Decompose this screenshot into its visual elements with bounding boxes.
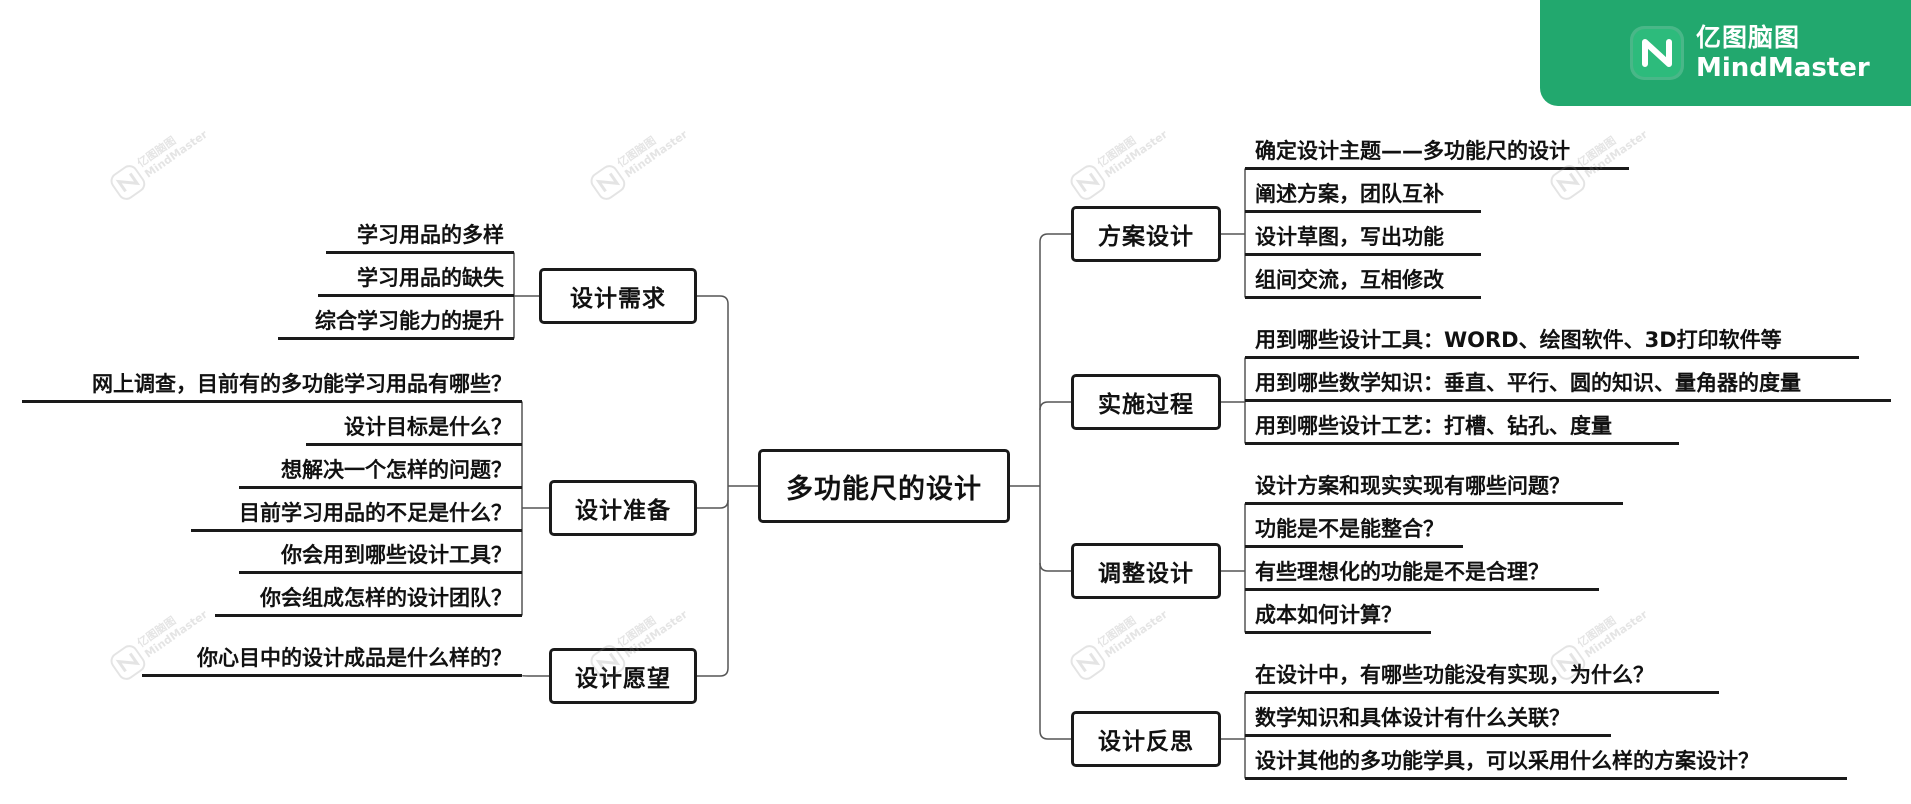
branch-implementation[interactable]: 实施过程 (1071, 374, 1221, 430)
leaf-needs-2[interactable]: 学习用品的缺失 (318, 262, 514, 297)
leaf-plan-1[interactable]: 确定设计主题——多功能尺的设计 (1245, 135, 1629, 170)
leaf-adjust-1[interactable]: 设计方案和现实实现有哪些问题？ (1245, 470, 1623, 505)
leaf-reflect-1[interactable]: 在设计中，有哪些功能没有实现，为什么？ (1245, 659, 1719, 694)
branch-connector (697, 295, 729, 305)
brand-name-cn: 亿图脑图 (1696, 23, 1801, 52)
leaf-connector (521, 674, 549, 677)
branch-reflection[interactable]: 设计反思 (1071, 711, 1221, 767)
branch-adjust-design[interactable]: 调整设计 (1071, 543, 1221, 599)
leaf-impl-2[interactable]: 用到哪些数学知识：垂直、平行、圆的知识、量角器的度量 (1245, 367, 1891, 402)
leaf-adjust-3[interactable]: 有些理想化的功能是不是合理？ (1245, 556, 1599, 591)
branch-plan-design[interactable]: 方案设计 (1071, 206, 1221, 262)
leaf-reflect-3[interactable]: 设计其他的多功能学具，可以采用什么样的方案设计？ (1245, 745, 1847, 780)
brand-badge: 亿图脑图 MindMaster (1540, 0, 1911, 106)
leaf-plan-3[interactable]: 设计草图，写出功能 (1245, 221, 1481, 256)
branch-connector (1039, 233, 1071, 243)
mindmaster-logo-icon (1630, 26, 1684, 80)
branch-design-wish[interactable]: 设计愿望 (549, 648, 697, 704)
branch-connector (1039, 562, 1071, 572)
center-topic[interactable]: 多功能尺的设计 (758, 449, 1010, 523)
branch-connector (697, 667, 729, 677)
leaf-adjust-2[interactable]: 功能是不是能整合？ (1245, 513, 1463, 548)
leaf-plan-2[interactable]: 阐述方案，团队互补 (1245, 178, 1481, 213)
leaf-prep-4[interactable]: 目前学习用品的不足是什么？ (191, 497, 522, 532)
branch-design-prep[interactable]: 设计准备 (549, 480, 697, 536)
leaf-adjust-4[interactable]: 成本如何计算？ (1245, 599, 1431, 634)
leaf-prep-6[interactable]: 你会组成怎样的设计团队？ (215, 582, 522, 617)
branch-connector (1039, 401, 1071, 411)
leaf-wish-1[interactable]: 你心目中的设计成品是什么样的？ (142, 642, 522, 677)
leaf-impl-1[interactable]: 用到哪些设计工具：WORD、绘图软件、3D打印软件等 (1245, 324, 1859, 359)
brand-text: 亿图脑图 MindMaster (1696, 23, 1870, 83)
branch-connector (1039, 730, 1071, 740)
brand-name-en: MindMaster (1696, 53, 1870, 83)
leaf-plan-4[interactable]: 组间交流，互相修改 (1245, 264, 1481, 299)
leaf-prep-5[interactable]: 你会用到哪些设计工具？ (239, 539, 522, 574)
branch-connector (697, 499, 729, 509)
leaf-prep-3[interactable]: 想解决一个怎样的问题？ (239, 454, 522, 489)
leaf-needs-1[interactable]: 学习用品的多样 (326, 219, 514, 254)
leaf-reflect-2[interactable]: 数学知识和具体设计有什么关联？ (1245, 702, 1611, 737)
leaf-impl-3[interactable]: 用到哪些设计工艺：打槽、钻孔、度量 (1245, 410, 1679, 445)
branch-design-needs[interactable]: 设计需求 (539, 268, 697, 324)
leaf-prep-1[interactable]: 网上调查，目前有的多功能学习用品有哪些？ (22, 368, 522, 403)
leaf-prep-2[interactable]: 设计目标是什么？ (306, 411, 522, 446)
leaf-needs-3[interactable]: 综合学习能力的提升 (278, 305, 514, 340)
